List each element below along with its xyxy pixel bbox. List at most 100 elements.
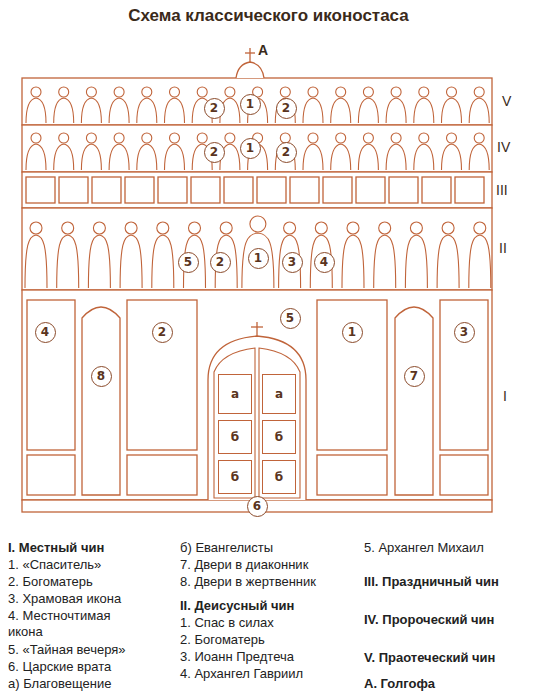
saint-figure [414, 98, 434, 123]
callout-number: 2 [216, 255, 224, 269]
callout-circle: 4 [35, 322, 56, 343]
tier-label: I [503, 388, 507, 404]
callout-number: б [275, 470, 283, 484]
feast-icon [224, 177, 253, 203]
saint-figure [109, 144, 129, 170]
saint-figure [54, 98, 74, 123]
icon-panel [127, 300, 197, 450]
icon-panel-lower [317, 455, 387, 495]
key-entry: III. Праздничный чин [364, 574, 499, 590]
callout-circle: 6 [247, 496, 268, 517]
saint-head [447, 87, 457, 97]
feast-icon [422, 177, 451, 203]
saint-figure [303, 144, 323, 170]
key-entry: 2. Богоматерь [8, 574, 93, 590]
feast-icon [191, 177, 220, 203]
tier-label: IV [497, 139, 510, 155]
saint-head [170, 87, 180, 97]
saint-figure [469, 144, 489, 170]
saint-head [336, 133, 346, 143]
saint-figure [81, 144, 101, 170]
south-door [395, 307, 433, 495]
saint-head [336, 87, 346, 97]
door-panel: б [218, 460, 252, 494]
saint-figure [152, 235, 174, 288]
key-entry: 8. Двери в жертвенник [180, 574, 316, 590]
saint-figure [137, 144, 157, 170]
callout-circle: 2 [204, 142, 225, 163]
saint-head [125, 222, 137, 234]
saint-head [315, 222, 327, 234]
saint-head [447, 133, 457, 143]
title: Схема классического иконостаса [0, 6, 537, 26]
saint-figure [81, 98, 101, 123]
key-entry: а) Благовещение [8, 676, 112, 692]
callout-number: 4 [41, 325, 49, 339]
key-entry: 1. Спас в силах [180, 615, 274, 631]
saint-head [284, 222, 296, 234]
saint-figure [469, 235, 491, 288]
saint-figure [374, 235, 396, 288]
callout-circle: 2 [210, 252, 231, 273]
callout-circle: 1 [248, 248, 269, 269]
saint-figure [303, 98, 323, 123]
saint-head [59, 133, 69, 143]
saint-head [114, 133, 124, 143]
callout-number: 8 [97, 369, 105, 383]
royal-doors-leaves [214, 348, 300, 498]
tier-label: II [499, 240, 507, 256]
key-entry: А. Голгофа [364, 676, 435, 692]
saint-figure [386, 144, 406, 170]
saint-head [31, 133, 41, 143]
saint-head [170, 133, 180, 143]
callout-number: 7 [410, 369, 418, 383]
saint-figure [358, 98, 378, 123]
callout-circle: 3 [282, 252, 303, 273]
saint-figure [386, 98, 406, 123]
saint-head [59, 87, 69, 97]
key-entry: I. Местный чин [8, 540, 104, 556]
saint-head [410, 222, 422, 234]
key-entry: 5. «Тайная вечеря» [8, 642, 126, 658]
icon-panel [440, 300, 488, 450]
saint-head [62, 222, 74, 234]
key-entry: б) Евангелисты [180, 540, 273, 556]
door-panel: б [262, 460, 296, 494]
key-entry: V. Праотеческий чин [364, 650, 495, 666]
saint-figure [442, 98, 462, 123]
feast-icon [158, 177, 187, 203]
callout-number: 1 [246, 97, 254, 111]
golgotha-cross [245, 52, 255, 53]
key-entry: 1. «Спаситель» [8, 557, 101, 573]
callout-number: б [231, 470, 239, 484]
saint-head [363, 87, 373, 97]
icon-panel-lower [27, 455, 75, 495]
callout-circle: 2 [204, 98, 225, 119]
saint-figure [165, 98, 185, 123]
saint-head [142, 87, 152, 97]
saint-head [30, 222, 42, 234]
saint-figure [414, 144, 434, 170]
callout-number: 2 [210, 145, 218, 159]
door-panel: а [262, 374, 296, 414]
feast-icon [323, 177, 352, 203]
key-entry: 2. Богоматерь [180, 632, 265, 648]
feast-icon [59, 177, 88, 203]
callout-circle: 1 [240, 138, 261, 159]
saint-head [93, 222, 105, 234]
callout-number: 4 [320, 255, 328, 269]
forefathers-tier [22, 78, 492, 125]
saint-figure [88, 235, 110, 288]
key-entry: II. Деисусный чин [180, 598, 294, 614]
feast-icon [125, 177, 154, 203]
saint-head [86, 133, 96, 143]
callout-number: 2 [210, 101, 218, 115]
royal-doors-cross [251, 326, 263, 327]
saint-head [474, 222, 486, 234]
saint-head [442, 222, 454, 234]
door-panel: б [262, 420, 296, 454]
saint-head [280, 87, 290, 97]
saint-figure [358, 144, 378, 170]
callout-circle: 2 [152, 322, 173, 343]
callout-number: 1 [246, 141, 254, 155]
